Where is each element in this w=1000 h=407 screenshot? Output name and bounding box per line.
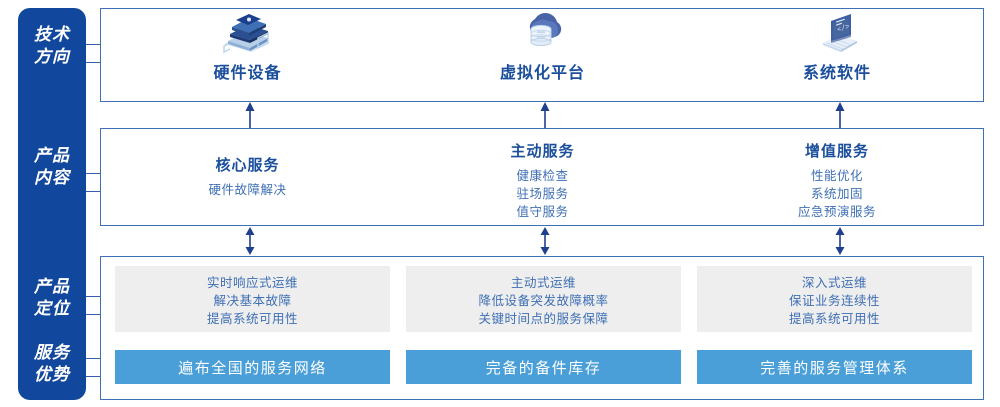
arrow-bidirectional-value-added [835,227,845,255]
service-item: 硬件故障解决 [208,183,287,197]
service-title-core: 核心服务 [215,157,280,174]
tech-column-hardware[interactable]: 硬件设备 [100,0,395,94]
advantage-label: 完备的备件库存 [485,359,602,377]
rail-item-service-advantage[interactable]: 服务 优势 [34,343,70,384]
position-line: 解决基本故障 [213,294,292,308]
position-line: 深入式运维 [801,276,867,290]
position-card-deep[interactable]: 深入式运维 保证业务连续性 提高系统可用性 [697,266,972,332]
position-line: 保证业务连续性 [788,294,880,308]
svg-text:</>: </> [836,23,851,35]
service-column-proactive[interactable]: 主动服务 健康检查 驻场服务 值守服务 [395,128,690,226]
position-line: 主动式运维 [510,276,576,290]
service-item: 应急预演服务 [797,205,876,219]
connector-advantage-bottom [86,376,102,377]
service-title-value-added: 增值服务 [804,143,869,160]
advantage-banner-service-network[interactable]: 遍布全国的服务网络 [115,350,390,384]
tech-title-hardware: 硬件设备 [213,65,282,82]
rail-item-tech-direction[interactable]: 技术 方向 [34,25,70,66]
service-item: 系统加固 [810,187,863,201]
laptop-code-icon: </> [805,8,869,56]
service-item: 性能优化 [810,169,863,183]
rail-item-product-position[interactable]: 产品 定位 [34,277,70,318]
position-line: 实时响应式运维 [206,276,298,290]
connector-tech-top [86,44,102,45]
arrow-bidirectional-core [245,227,255,255]
position-line: 降低设备突发故障概率 [478,294,609,308]
position-card-realtime[interactable]: 实时响应式运维 解决基本故障 提高系统可用性 [115,266,390,332]
category-rail [18,8,86,400]
rail-item-product-content[interactable]: 产品 内容 [34,146,70,187]
service-column-value-added[interactable]: 增值服务 性能优化 系统加固 应急预演服务 [690,128,984,226]
advantage-label: 完善的服务管理体系 [760,359,909,377]
position-line: 提高系统可用性 [788,312,880,326]
advantage-banner-management-system[interactable]: 完善的服务管理体系 [697,350,972,384]
product-content-panel [100,128,984,226]
position-line: 提高系统可用性 [206,312,298,326]
connector-position-top [86,296,102,297]
service-title-proactive: 主动服务 [510,143,575,160]
service-item: 健康检查 [516,169,569,183]
connector-content-bottom [86,191,102,192]
service-item: 驻场服务 [516,187,569,201]
connector-tech-bottom [86,62,102,63]
tech-column-system-software[interactable]: </> 系统软件 [690,0,984,94]
connector-content-top [86,173,102,174]
tech-title-system-software: 系统软件 [802,65,871,82]
server-stack-icon [216,8,280,56]
connector-position-bottom [86,314,102,315]
service-column-core[interactable]: 核心服务 硬件故障解决 [100,128,395,226]
arrow-up-hardware [245,102,255,128]
service-item: 值守服务 [516,205,569,219]
position-line: 关键时间点的服务保障 [478,312,609,326]
tech-title-virtualization: 虚拟化平台 [499,65,585,82]
cloud-database-icon [511,8,575,56]
position-card-proactive[interactable]: 主动式运维 降低设备突发故障概率 关键时间点的服务保障 [406,266,681,332]
arrow-bidirectional-proactive [540,227,550,255]
arrow-up-virtualization [540,102,550,128]
tech-column-virtualization[interactable]: 虚拟化平台 [395,0,690,94]
advantage-banner-spare-parts[interactable]: 完备的备件库存 [406,350,681,384]
connector-advantage-top [86,358,102,359]
advantage-label: 遍布全国的服务网络 [178,359,327,377]
arrow-up-system-software [835,102,845,128]
